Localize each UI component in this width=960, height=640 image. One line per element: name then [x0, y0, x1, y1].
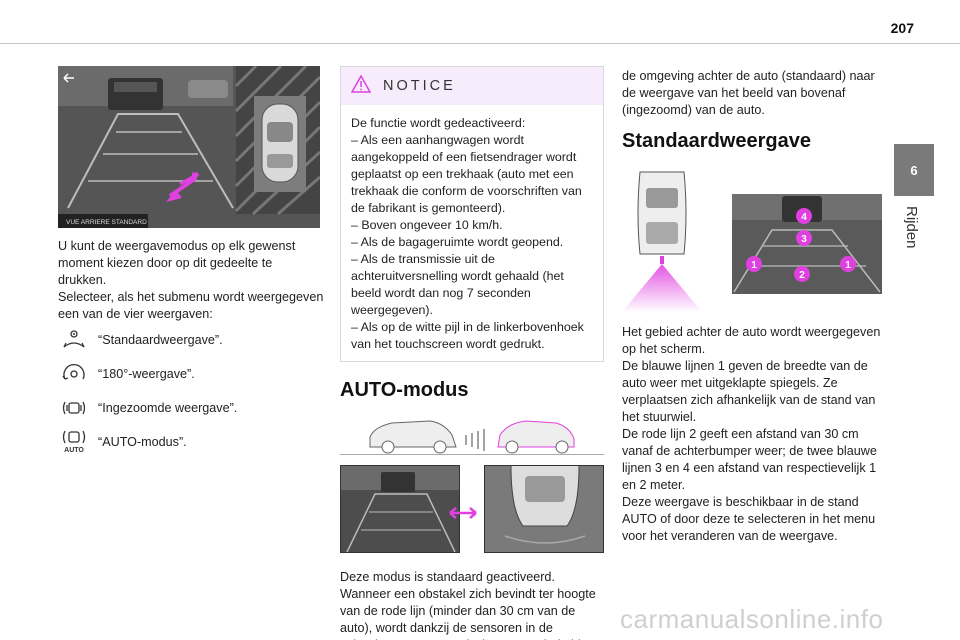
- chapter-number: 6: [910, 162, 918, 178]
- notice-body: De functie wordt gedeactiveerd: – Als ee…: [341, 105, 603, 361]
- screen-caption: VUE ARRIERE STANDARD: [66, 219, 147, 226]
- header-divider: [0, 43, 960, 44]
- notice-item: – Als op de witte pijl in de linkerboven…: [351, 320, 584, 351]
- notice-item: – Boven ongeveer 10 km/h.: [351, 218, 503, 232]
- column-left: VUE ARRIERE STANDARD U kunt de weergavem…: [58, 66, 324, 459]
- notice-item: – Als een aanhangwagen wordt aangekoppel…: [351, 133, 582, 215]
- warning-triangle-icon: [350, 73, 372, 98]
- auto-mode-icon: AUTO: [58, 430, 90, 454]
- rear-camera-illustration: VUE ARRIERE STANDARD: [58, 66, 320, 228]
- marker-label: 1: [845, 260, 851, 271]
- marker-label: 1: [751, 260, 757, 271]
- view-option-auto: AUTO “AUTO-modus”.: [58, 425, 324, 459]
- standard-view-line: Deze weergave is beschikbaar in de stand…: [622, 495, 876, 543]
- notice-intro: De functie wordt gedeactiveerd:: [351, 116, 526, 130]
- notice-item: – Als de transmissie uit de achteruitver…: [351, 252, 564, 317]
- camera-views-illustration: [340, 465, 604, 555]
- column-middle: NOTICE De functie wordt gedeactiveerd: –…: [340, 66, 604, 640]
- auto-mode-heading: AUTO-modus: [340, 379, 469, 401]
- chapter-label: Rijden: [900, 206, 924, 296]
- notice-box: NOTICE De functie wordt gedeactiveerd: –…: [340, 66, 604, 362]
- marker-label: 4: [801, 212, 807, 223]
- standard-view-line: Het gebied achter de auto wordt weergege…: [622, 325, 881, 356]
- standard-view-heading: Standaardweergave: [622, 130, 811, 152]
- standard-view-icon: [58, 328, 90, 352]
- continuation-text: de omgeving achter de auto (standaard) n…: [622, 69, 875, 117]
- view-option-180: “180°-weergave”.: [58, 357, 324, 391]
- standard-view-text: Het gebied achter de auto wordt weergege…: [622, 324, 884, 545]
- zoom-view-icon: [58, 396, 90, 420]
- intro-text: U kunt de weergavemodus op elk gewenst m…: [58, 239, 296, 287]
- submenu-text: Selecteer, als het submenu wordt weergeg…: [58, 290, 324, 321]
- rear-camera-screen-figure: VUE ARRIERE STANDARD: [58, 66, 320, 228]
- switch-arrow-icon: [449, 507, 477, 519]
- notice-header: NOTICE: [341, 67, 603, 105]
- 180-view-icon: [58, 362, 90, 386]
- option-label: “Standaardweergave”.: [98, 332, 223, 347]
- marker-label: 2: [799, 270, 805, 281]
- page-number: 207: [890, 20, 914, 36]
- view-option-zoom: “Ingezoomde weergave”.: [58, 391, 324, 425]
- option-label: “AUTO-modus”.: [98, 434, 187, 449]
- notice-title: NOTICE: [383, 77, 456, 94]
- view-option-standard: “Standaardweergave”.: [58, 323, 324, 357]
- marker-label: 3: [801, 234, 807, 245]
- auto-mode-text: Deze modus is standaard geactiveerd. Wan…: [340, 570, 596, 640]
- intro-paragraph: U kunt de weergavemodus op elk gewenst m…: [58, 238, 324, 323]
- chapter-tab[interactable]: 6: [894, 144, 934, 196]
- auto-icon-text: AUTO: [64, 447, 84, 454]
- watermark: carmanualsonline.info: [620, 604, 884, 634]
- cars-approach-illustration: [340, 413, 604, 455]
- option-label: “180°-weergave”.: [98, 366, 195, 381]
- standard-view-line: De rode lijn 2 geeft een afstand van 30 …: [622, 427, 877, 492]
- column-right: de omgeving achter de auto (standaard) n…: [622, 66, 884, 545]
- top-zoom-view: [484, 465, 604, 553]
- option-label: “Ingezoomde weergave”.: [98, 400, 238, 415]
- rear-camera-view: [340, 465, 460, 553]
- standard-view-line: De blauwe lijnen 1 geven de breedte van …: [622, 359, 876, 424]
- notice-item: – Als de bagageruimte wordt geopend.: [351, 235, 564, 249]
- chapter-title: Rijden: [903, 206, 920, 249]
- standard-view-illustration: 4 3 1 2 1: [622, 164, 884, 314]
